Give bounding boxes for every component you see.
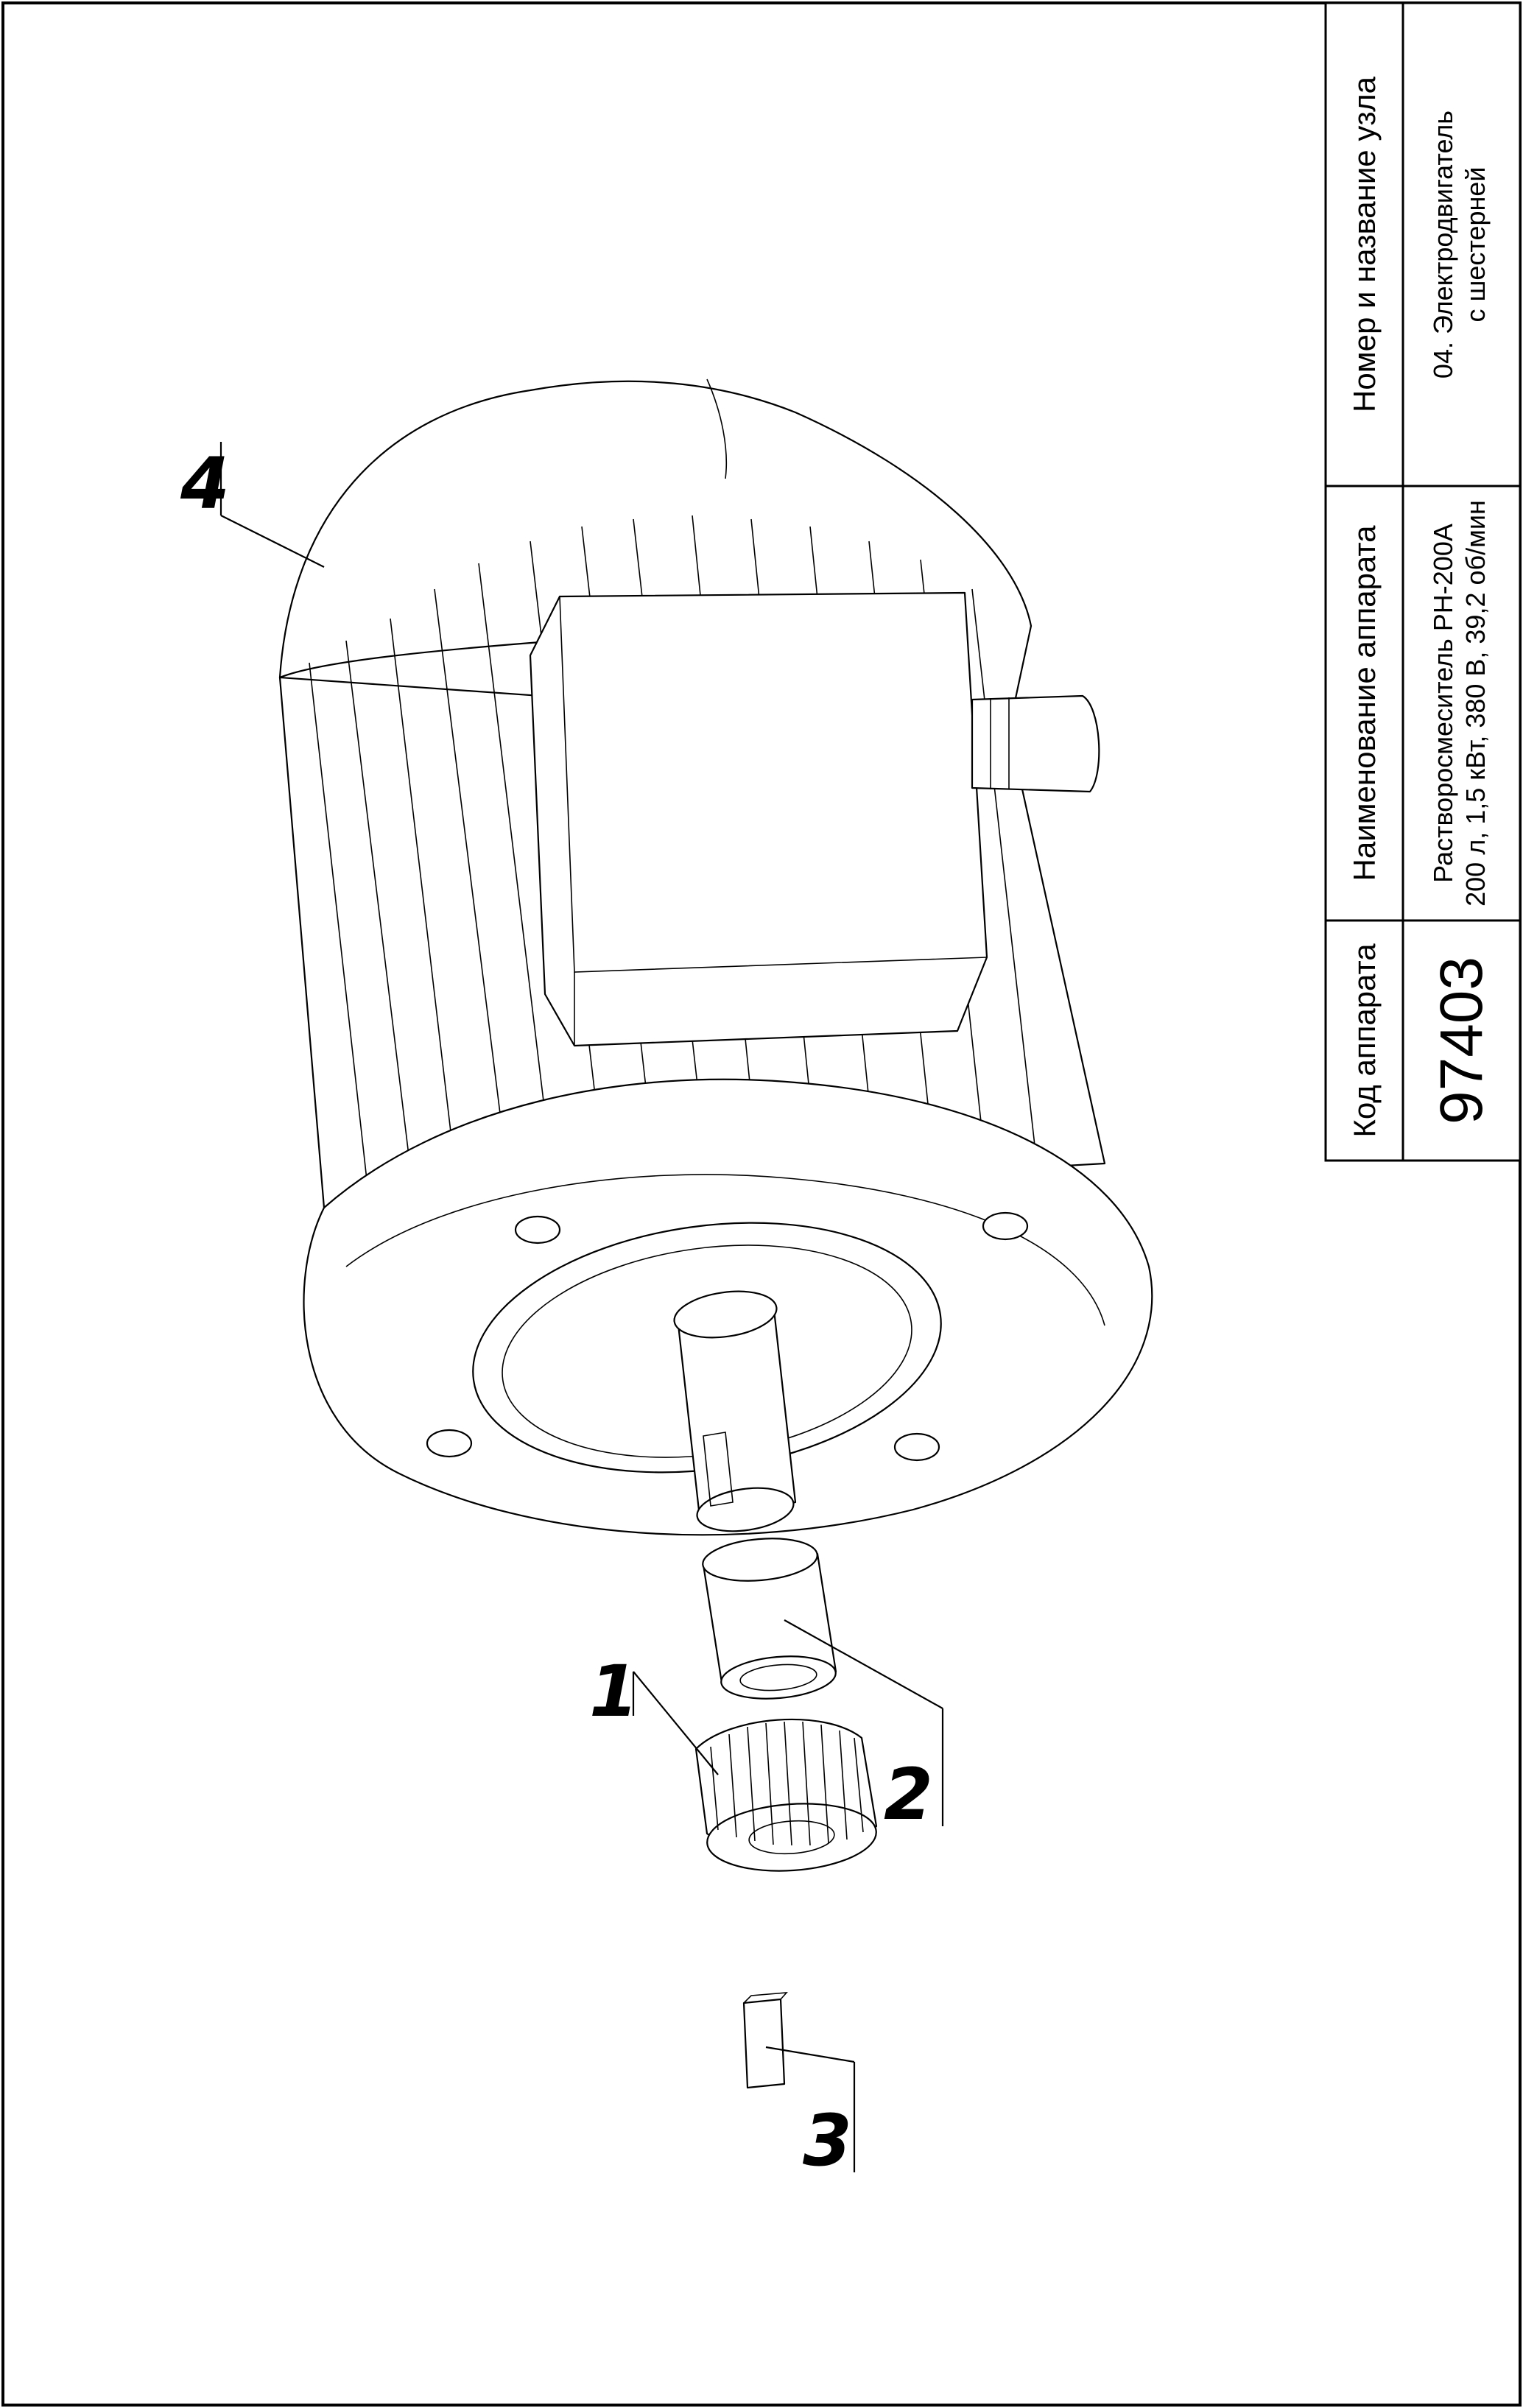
callout-1: 1 bbox=[589, 1650, 719, 1775]
mounting-hole bbox=[893, 1432, 940, 1462]
title-block: Номер и название узла Наименование аппар… bbox=[1324, 1, 1522, 1162]
electric-motor bbox=[278, 379, 1153, 1536]
mounting-hole bbox=[514, 1215, 561, 1245]
header-unit-name: Номер и название узла bbox=[1347, 76, 1382, 412]
motor-shaft bbox=[673, 1290, 797, 1532]
key bbox=[742, 1992, 788, 2089]
mounting-hole bbox=[982, 1211, 1029, 1241]
shaft-keyway bbox=[703, 1432, 734, 1507]
callout-2: 2 bbox=[784, 1619, 944, 1836]
bushing bbox=[702, 1538, 837, 1700]
callout-number-motor: 4 bbox=[180, 443, 230, 525]
callout-3: 3 bbox=[765, 2046, 856, 2182]
header-code: Код аппарата bbox=[1347, 943, 1382, 1138]
device-name-line2: 200 л, 1,5 кВт, 380 В, 39,2 об/мин bbox=[1460, 500, 1491, 906]
callout-number-bushing: 2 bbox=[884, 1753, 933, 1836]
gear-teeth bbox=[710, 1721, 864, 1846]
callout-4: 4 bbox=[180, 442, 325, 568]
terminal-box bbox=[529, 591, 988, 1047]
unit-name-line2: с шестерней bbox=[1460, 166, 1491, 322]
gear bbox=[694, 1718, 878, 1872]
callout-number-key: 3 bbox=[803, 2099, 852, 2182]
callout-number-gear: 1 bbox=[589, 1650, 639, 1733]
device-code: 97403 bbox=[1428, 957, 1495, 1124]
unit-name-line1: 04. Электродвигатель bbox=[1428, 110, 1458, 379]
mounting-hole bbox=[426, 1429, 473, 1458]
cable-gland bbox=[971, 694, 1100, 793]
device-name-line1: Растворосмеситель РН-200А bbox=[1428, 524, 1458, 883]
header-device-name: Наименование аппарата bbox=[1347, 525, 1382, 881]
